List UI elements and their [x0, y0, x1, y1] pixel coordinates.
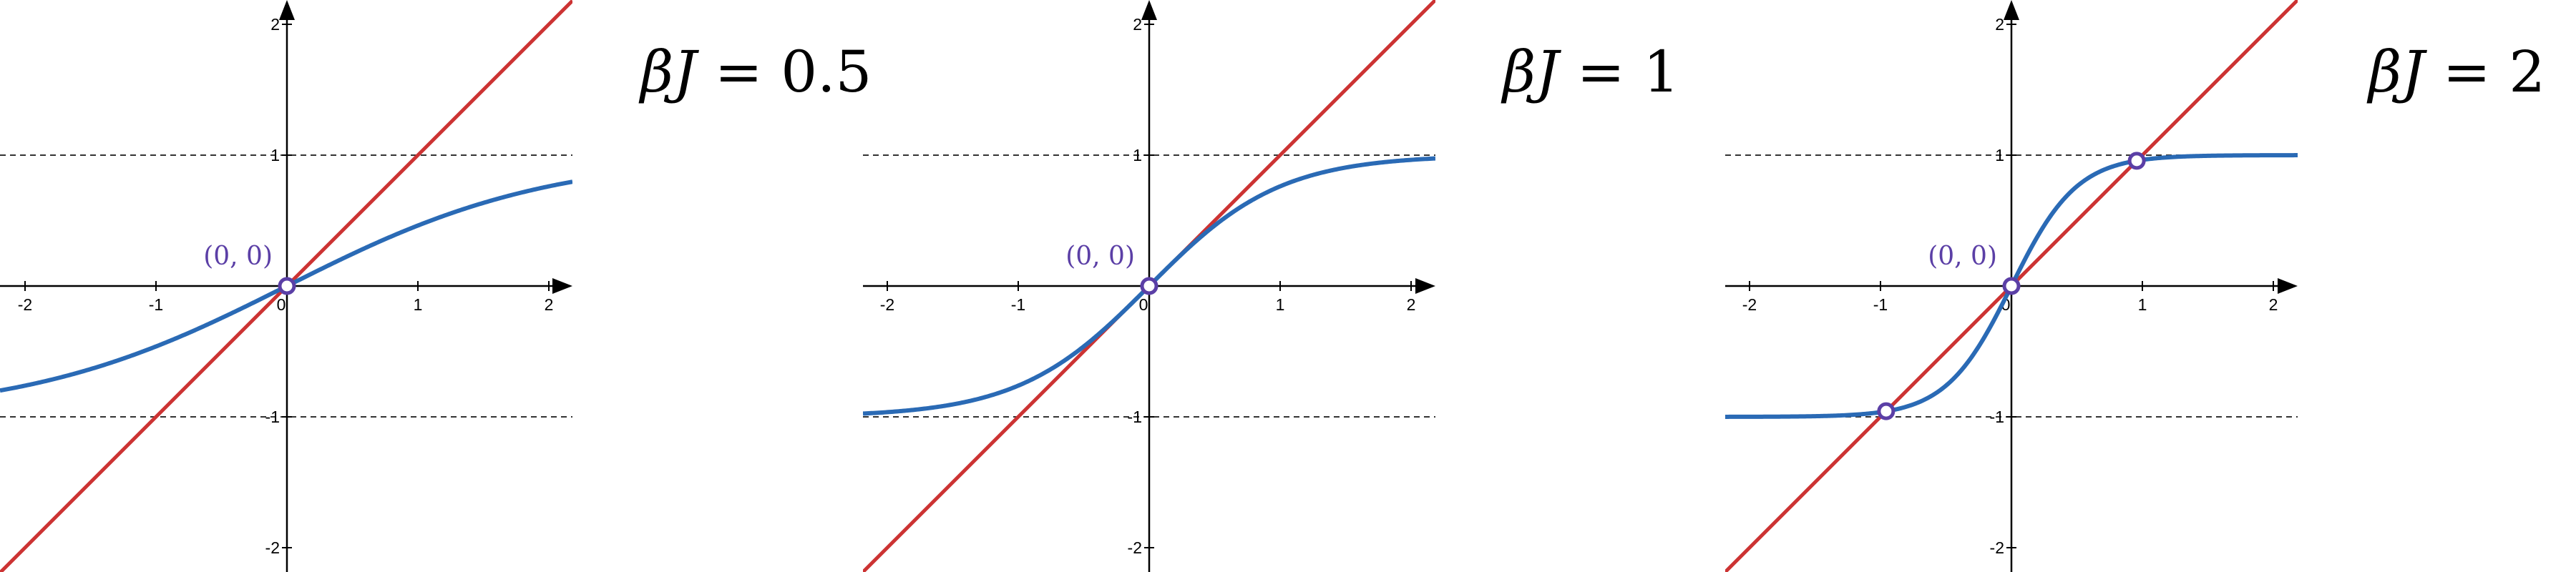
y-tick-label: 2 [270, 15, 280, 34]
chart-title-value: 0.5 [781, 39, 872, 105]
x-tick-label: -2 [18, 295, 32, 314]
fixed-point-marker [1140, 277, 1158, 295]
chart-title-value: 1 [1643, 39, 1679, 105]
x-tick-label: -1 [1011, 295, 1025, 314]
chart-panel-2: -2 -1 0 1 2 2 1 -1 -2 (0, 0) βJ = 1 [863, 0, 1679, 572]
fixed-point-label: (0, 0) [1065, 242, 1135, 271]
chart-title: βJ = 2 [2366, 39, 2545, 105]
fixed-point-marker [2002, 277, 2021, 295]
fixed-point-label: (0, 0) [203, 242, 273, 271]
x-axis-arrow [2278, 278, 2298, 294]
fixed-point-marker [278, 277, 296, 295]
y-tick-label: -1 [265, 408, 280, 426]
y-tick-label: 2 [1133, 15, 1142, 34]
chart-title: βJ = 1 [1501, 39, 1679, 105]
chart-title-relation: = [2424, 39, 2509, 105]
chart-title-value: 2 [2509, 39, 2545, 105]
fixed-point-marker [2127, 152, 2146, 170]
chart-title-symbol: βJ [1501, 39, 1561, 105]
x-axis-arrow [1415, 278, 1435, 294]
chart-title: βJ = 0.5 [638, 39, 872, 105]
x-tick-label: 0 [1139, 295, 1148, 314]
chart-title-symbol: βJ [638, 39, 699, 105]
chart-title-relation: = [696, 39, 781, 105]
y-axis-arrow [279, 0, 295, 20]
chart-title-symbol: βJ [2366, 39, 2427, 105]
x-tick-label: 1 [1276, 295, 1285, 314]
y-tick-label: -1 [1128, 408, 1142, 426]
x-tick-label: 2 [2269, 295, 2278, 314]
x-tick-label: 1 [2138, 295, 2147, 314]
y-tick-label: -2 [265, 538, 280, 557]
x-tick-label: -1 [1873, 295, 1888, 314]
y-tick-label: -2 [1128, 538, 1142, 557]
x-tick-label: 2 [545, 295, 554, 314]
y-tick-label: 2 [1995, 15, 2004, 34]
x-tick-label: -2 [880, 295, 894, 314]
x-tick-label: -1 [149, 295, 163, 314]
y-tick-label: 1 [270, 146, 280, 164]
x-axis-arrow [552, 278, 572, 294]
x-tick-label: -2 [1742, 295, 1757, 314]
chart-title-relation: = [1558, 39, 1643, 105]
fixed-point-marker [1877, 402, 1896, 420]
y-axis-arrow [2004, 0, 2019, 20]
chart-panel-1: -2 -1 0 1 2 2 1 -1 -2 (0, 0) βJ = 0.5 [0, 0, 872, 572]
y-tick-label: 1 [1995, 146, 2004, 164]
x-tick-label: 0 [277, 295, 286, 314]
fixed-point-label: (0, 0) [1928, 242, 1997, 271]
y-tick-label: -1 [1990, 408, 2004, 426]
y-axis-arrow [1141, 0, 1157, 20]
y-tick-label: -2 [1990, 538, 2004, 557]
x-tick-label: 1 [414, 295, 423, 314]
y-tick-label: 1 [1133, 146, 1142, 164]
x-tick-label: 2 [1407, 295, 1416, 314]
